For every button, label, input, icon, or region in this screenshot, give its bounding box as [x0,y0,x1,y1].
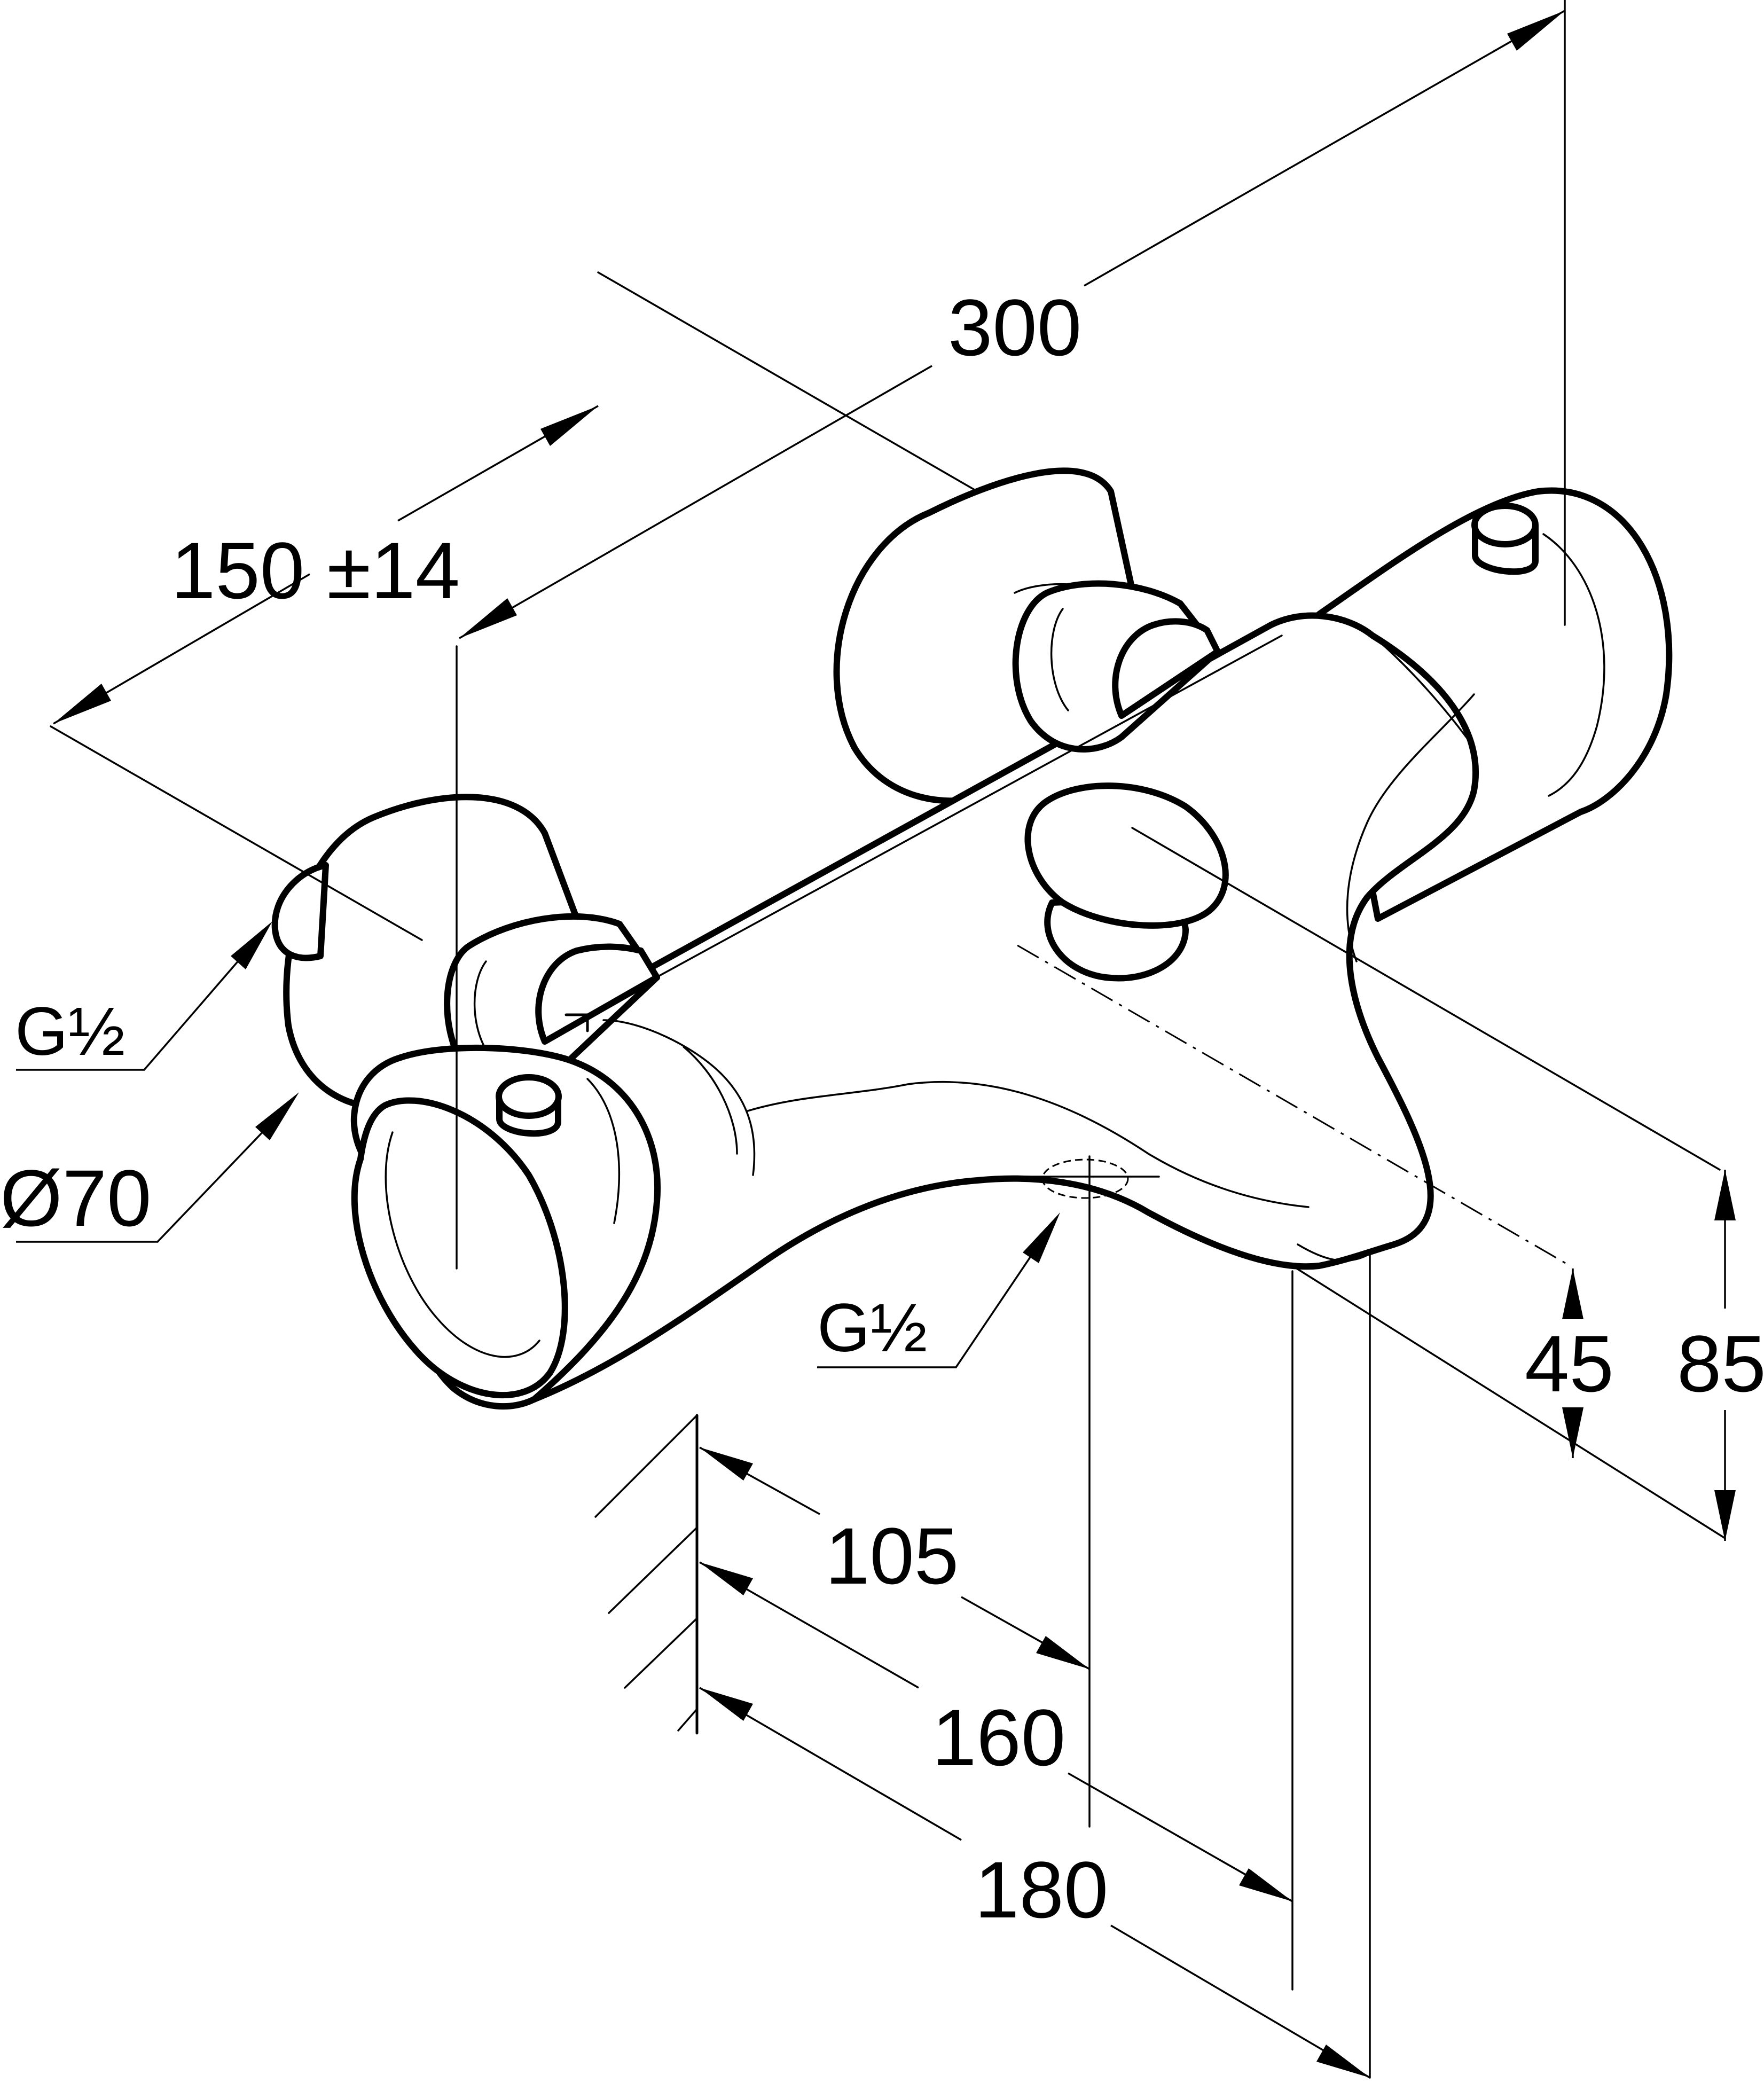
dim-d70 [16,1092,299,1243]
dim-160 [699,1561,1293,1902]
label-105: 105 [825,1511,959,1601]
dim-180 [699,1687,1370,2079]
dim-105 [699,1446,1090,1670]
label-180: 180 [975,1845,1108,1935]
dim-85 [1714,1170,1736,1541]
label-150: 150 ±14 [171,526,460,615]
dim-150 [53,405,599,725]
dim-300 [459,10,1565,639]
outlet-opening [1041,1158,1129,1199]
thermostat-face [351,1097,568,1399]
label-45: 45 [1525,1319,1614,1408]
label-g12-left: G½ [15,993,125,1070]
main-bar [531,612,1479,1403]
dim-45 [1562,1268,1583,1458]
label-160: 160 [932,1693,1065,1782]
label-300: 300 [948,283,1081,372]
label-g12-outlet: G½ [817,1290,927,1366]
left-inlet [271,862,329,961]
label-85: 85 [1677,1319,1764,1408]
mixer-body [271,467,1673,1410]
dim-g12-left [16,921,272,1071]
label-d70: Ø70 [0,1153,152,1243]
wall-hatch [594,1414,699,1735]
diverter-knob [1024,782,1229,929]
dim-g12-outlet [817,1212,1060,1368]
extension-lines [50,0,1726,2079]
